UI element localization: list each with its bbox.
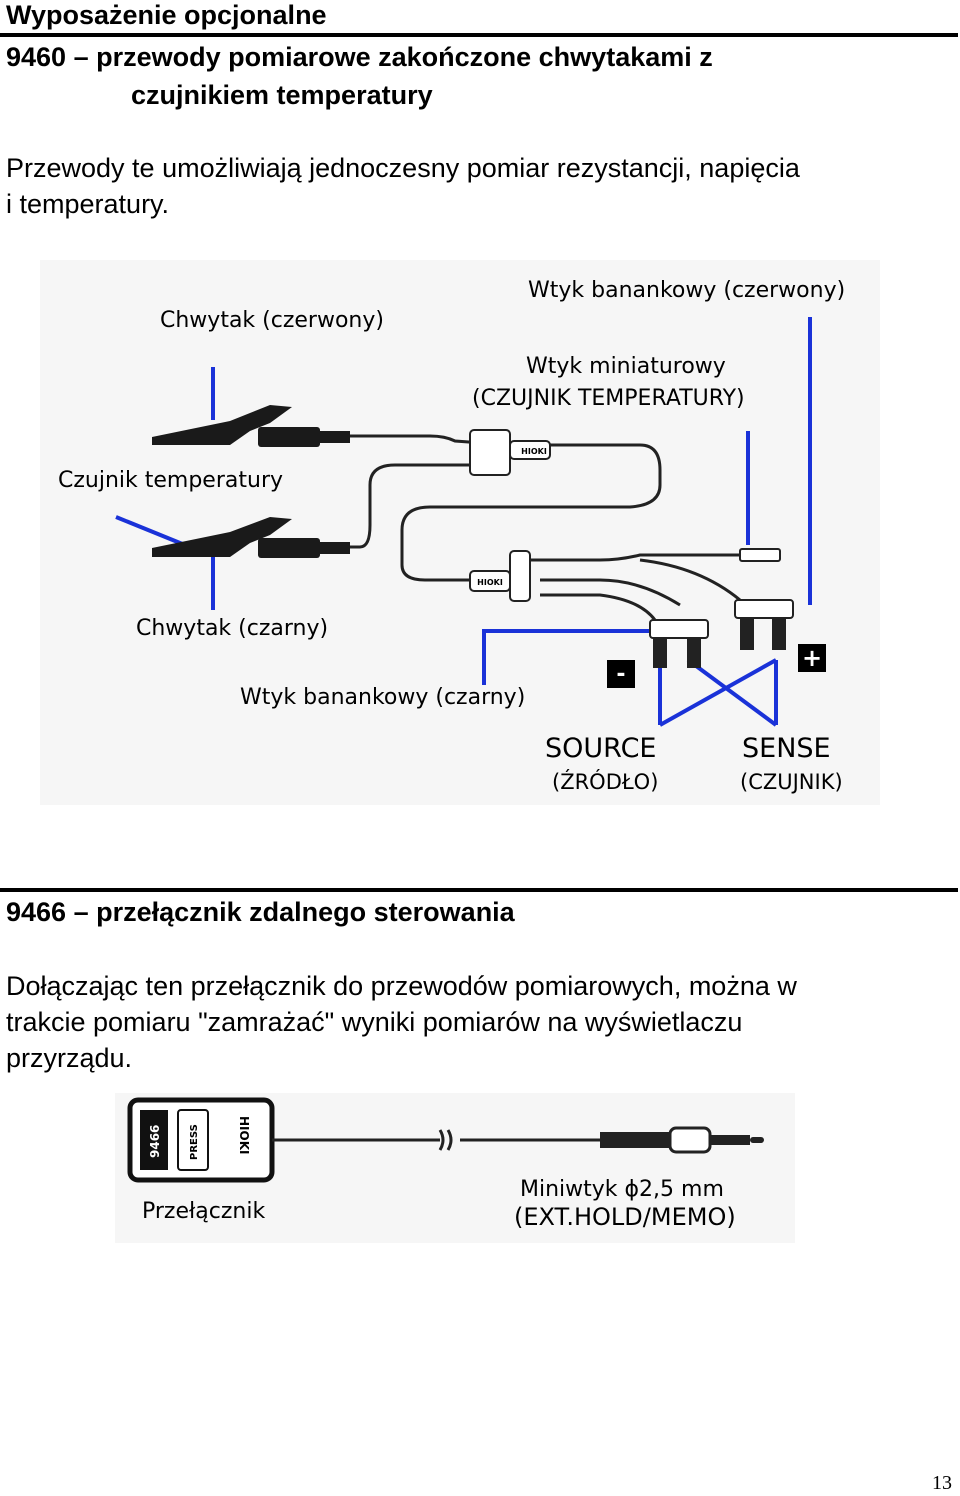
label-switch: Przełącznik xyxy=(142,1199,265,1224)
item2-title: 9466 – przełącznik zdalnego sterowania xyxy=(6,897,515,927)
hioki-logo-b: HIOKI xyxy=(477,578,503,587)
minus-badge xyxy=(607,660,635,688)
pointer-lines xyxy=(115,317,812,727)
item2-description-line2: trakcie pomiaru "zamrażać" wyniki pomiar… xyxy=(6,1007,743,1037)
figure-background xyxy=(40,260,880,805)
switch-model-plate xyxy=(140,1110,168,1170)
clip-red xyxy=(152,405,350,447)
label-banana-black: Wtyk banankowy (czarny) xyxy=(240,685,525,710)
plus-label: + xyxy=(802,644,822,672)
label-banana-red: Wtyk banankowy (czerwony) xyxy=(528,278,845,303)
item1-description: Przewody te umożliwiają jednoczesny pomi… xyxy=(6,150,956,222)
item1-title-line1: 9460 – przewody pomiarowe zakończone chw… xyxy=(6,42,713,72)
leads-diagram: Wtyk banankowy (czerwony) Chwytak (czerw… xyxy=(40,260,880,805)
label-mini-plug: Wtyk miniaturowy xyxy=(526,354,726,379)
label-source-pl: (ŹRÓDŁO) xyxy=(552,769,658,794)
item1-title-line2: czujnikiem temperatury xyxy=(131,80,433,110)
banana-pins xyxy=(653,618,786,668)
page-number: 13 xyxy=(932,1472,952,1494)
miniplug xyxy=(600,1126,764,1154)
connectors xyxy=(469,429,794,639)
hioki-logo-switch: HIOKI xyxy=(237,1116,251,1154)
hioki-logo-a: HIOKI xyxy=(521,447,547,456)
label-miniplug-sub: (EXT.HOLD/MEMO) xyxy=(514,1203,736,1231)
cables xyxy=(350,434,741,621)
label-mini-plug-sub: (CZUJNIK TEMPERATURY) xyxy=(472,386,745,411)
item1-description-line1: Przewody te umożliwiają jednoczesny pomi… xyxy=(6,153,800,183)
switch-cable xyxy=(272,1129,600,1151)
label-sense: SENSE xyxy=(742,733,831,764)
plus-badge xyxy=(798,644,826,672)
label-clip-black: Chwytak (czarny) xyxy=(136,616,328,641)
clip-black xyxy=(152,517,350,558)
label-temp-sensor: Czujnik temperatury xyxy=(58,468,283,493)
press-label: PRESS xyxy=(189,1124,200,1160)
section-rule xyxy=(0,33,958,37)
section-title: Wyposażenie opcjonalne xyxy=(6,0,327,30)
switch-model: 9466 xyxy=(148,1125,162,1158)
remote-switch-diagram: 9466 PRESS HIOKI Przełącznik Miniwtyk ϕ2… xyxy=(115,1093,795,1243)
item2-description-line3: przyrządu. xyxy=(6,1043,133,1073)
label-miniplug: Miniwtyk ϕ2,5 mm xyxy=(520,1177,724,1202)
label-clip-red: Chwytak (czerwony) xyxy=(160,308,384,333)
item2-description-line1: Dołączając ten przełącznik do przewodów … xyxy=(6,971,797,1001)
item2-rule xyxy=(0,888,958,892)
minus-label: - xyxy=(616,662,625,687)
item1-description-line2: i temperatury. xyxy=(6,189,170,219)
item1-title: 9460 – przewody pomiarowe zakończone chw… xyxy=(6,38,713,114)
label-source: SOURCE xyxy=(545,733,656,764)
item2-description: Dołączając ten przełącznik do przewodów … xyxy=(6,968,956,1076)
press-button xyxy=(177,1109,209,1171)
label-sense-pl: (CZUJNIK) xyxy=(740,770,843,794)
